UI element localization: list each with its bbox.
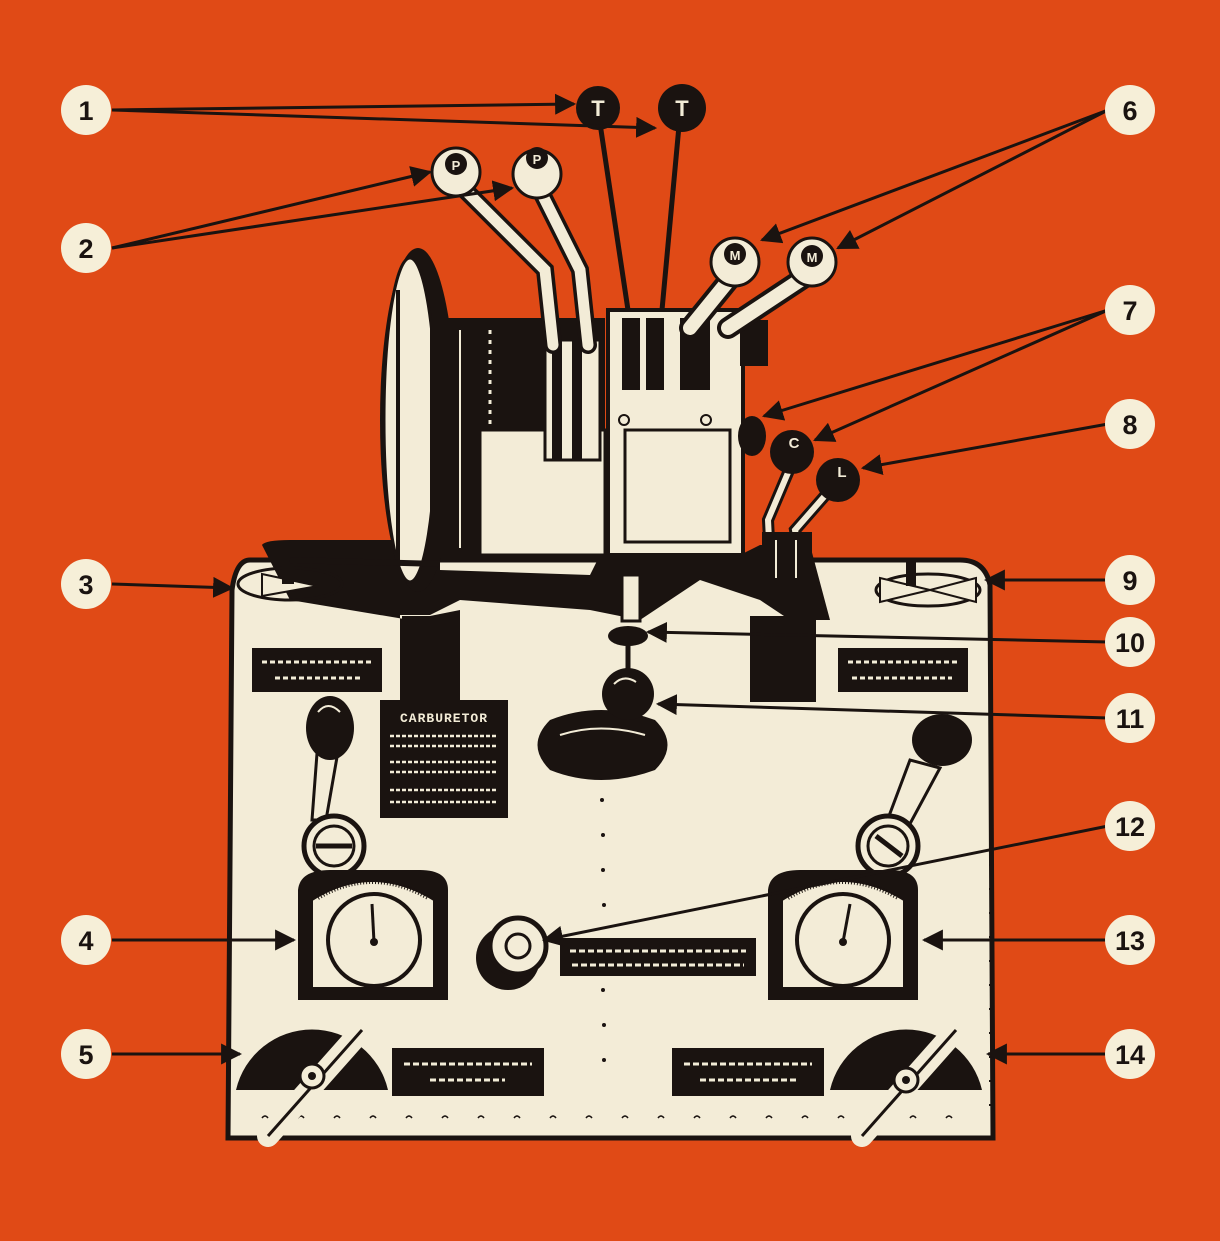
callout-13: 13	[1105, 915, 1155, 965]
mixture-knob-left-label: M	[730, 248, 741, 263]
callout-4-number: 4	[78, 926, 93, 956]
callout-7-number: 7	[1122, 296, 1137, 326]
callout-8-number: 8	[1122, 410, 1137, 440]
callout-12: 12	[1105, 801, 1155, 851]
callout-13-number: 13	[1115, 926, 1145, 956]
callout-1: 1	[61, 85, 111, 135]
callout-3: 3	[61, 559, 111, 609]
lock-knob-label: L	[837, 464, 846, 481]
callout-3-number: 3	[78, 570, 93, 600]
lower-left-nameplate	[392, 1048, 544, 1096]
propeller-knob-left-label: P	[452, 158, 461, 173]
mixture-knob-left: M	[711, 238, 759, 286]
carburetor-knob-label: C	[789, 435, 800, 452]
callout-14: 14	[1105, 1029, 1155, 1079]
upper-left-nameplate	[252, 648, 382, 692]
callout-12-number: 12	[1115, 812, 1145, 842]
callout-11-number: 11	[1116, 704, 1145, 734]
callout-4: 4	[61, 915, 111, 965]
callout-9-number: 9	[1122, 566, 1137, 596]
propeller-knob-right: P	[513, 147, 561, 198]
callout-2: 2	[61, 223, 111, 273]
callout-9: 9	[1105, 555, 1155, 605]
lock-knob: L	[816, 458, 860, 502]
callout-14-number: 14	[1115, 1040, 1145, 1070]
quadrant-body-left	[430, 318, 605, 558]
carburetor-knob: C	[770, 430, 814, 474]
mixture-knob-right: M	[788, 238, 836, 286]
center-oval-knob	[538, 710, 668, 780]
left-gauge	[298, 870, 448, 1000]
throttle-knob-left: T	[576, 86, 620, 130]
callout-6-number: 6	[1122, 96, 1137, 126]
carburetor-nameplate: CARBURETOR	[380, 700, 508, 818]
callout-7: 7	[1105, 285, 1155, 335]
throttle-levers	[598, 110, 680, 310]
callout-6: 6	[1105, 85, 1155, 135]
lower-right-nameplate	[672, 1048, 824, 1096]
callout-2-number: 2	[78, 234, 93, 264]
callout-10-number: 10	[1115, 628, 1145, 658]
callout-11: 11	[1105, 693, 1155, 743]
throttle-knob-right: T	[658, 84, 706, 132]
throttle-knob-left-label: T	[591, 96, 605, 121]
mixture-knob-right-label: M	[807, 250, 818, 265]
callout-5-number: 5	[78, 1040, 93, 1070]
callout-5: 5	[61, 1029, 111, 1079]
throttle-knob-right-label: T	[675, 96, 689, 121]
carburetor-plate-title: CARBURETOR	[400, 711, 488, 726]
propeller-knob-right-label: P	[533, 152, 542, 167]
propeller-knob-left: P	[432, 148, 480, 196]
center-nameplate	[560, 938, 756, 976]
callout-8: 8	[1105, 399, 1155, 449]
callout-10: 10	[1105, 617, 1155, 667]
upper-right-nameplate	[838, 648, 968, 692]
callout-1-number: 1	[78, 96, 93, 126]
